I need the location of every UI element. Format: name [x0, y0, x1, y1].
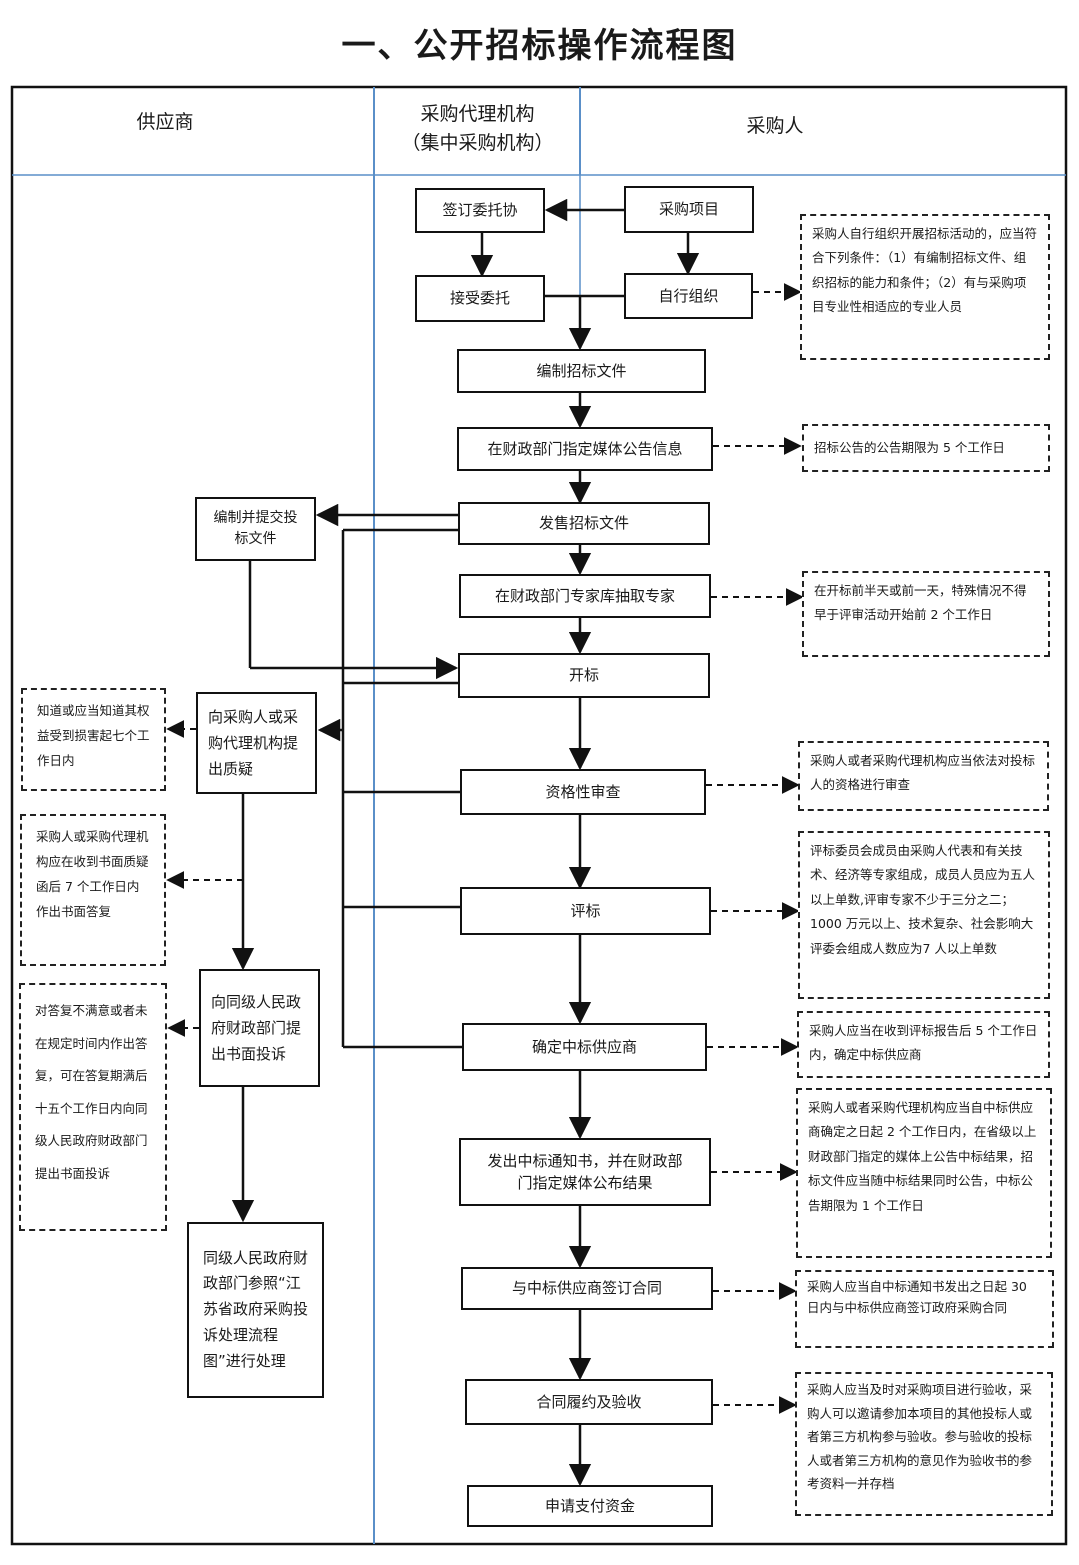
perform-accept-box: 合同履约及验收 — [465, 1379, 713, 1425]
publish-info-box: 在财政部门指定媒体公告信息 — [457, 427, 713, 471]
prepare-bid-box: 编制并提交投标文件 — [195, 497, 316, 561]
sign-agreement-box: 签订委托协 — [415, 188, 545, 233]
note-committee: 评标委员会成员由采购人代表和有关技术、经济等专家组成，成员人员应为五人以上单数,… — [798, 831, 1050, 999]
note-notice-period: 招标公告的公告期限为 5 个工作日 — [802, 424, 1050, 472]
note-announce: 采购人或者采购代理机构应当自中标供应商确定之日起 2 个工作日内，在省级以上财政… — [796, 1088, 1052, 1258]
lane-supplier: 供应商 — [136, 111, 194, 133]
handling-box: 同级人民政府财政部门参照“江苏省政府采购投诉处理流程图”进行处理 — [187, 1222, 324, 1398]
note-query-time: 知道或应当知道其权益受到损害起七个工作日内 — [21, 688, 166, 791]
lane-agency-line2: （集中采购机构） — [401, 131, 554, 154]
note-expert-time: 在开标前半天或前一天，特殊情况不得早于评审活动开始前 2 个工作日 — [802, 571, 1050, 657]
note-contract: 采购人应当自中标通知书发出之日起 30 日内与中标供应商签订政府采购合同 — [795, 1270, 1054, 1348]
self-organize-box: 自行组织 — [624, 273, 753, 319]
qualification-box: 资格性审查 — [460, 769, 706, 815]
procurement-project-box: 采购项目 — [624, 186, 754, 233]
sign-contract-box: 与中标供应商签订合同 — [461, 1267, 713, 1310]
open-bid-box: 开标 — [458, 653, 710, 698]
note-confirm: 采购人应当在收到评标报告后 5 个工作日内，确定中标供应商 — [797, 1011, 1050, 1078]
lane-purchaser: 采购人 — [746, 115, 804, 137]
confirm-winner-box: 确定中标供应商 — [462, 1023, 707, 1071]
sell-docs-box: 发售招标文件 — [458, 502, 710, 545]
note-complaint-time: 对答复不满意或者未在规定时间内作出答复，可在答复期满后十五个工作日内向同级人民政… — [19, 983, 167, 1231]
accept-commission-box: 接受委托 — [415, 275, 545, 322]
apply-payment-box: 申请支付资金 — [467, 1485, 713, 1527]
prepare-docs-box: 编制招标文件 — [457, 349, 706, 393]
lane-agency: 采购代理机构 （集中采购机构） — [380, 100, 575, 157]
evaluate-box: 评标 — [460, 887, 711, 935]
raise-query-box: 向采购人或采购代理机构提出质疑 — [196, 692, 317, 794]
note-acceptance: 采购人应当及时对采购项目进行验收，采购人可以邀请参加本项目的其他投标人或者第三方… — [795, 1372, 1053, 1516]
draw-experts-box: 在财政部门专家库抽取专家 — [459, 574, 711, 618]
note-self-org: 采购人自行组织开展招标活动的，应当符合下列条件：（1）有编制招标文件、组织招标的… — [800, 214, 1050, 360]
note-reply: 采购人或采购代理机构应在收到书面质疑函后 7 个工作日内作出书面答复 — [20, 814, 166, 966]
lane-agency-line1: 采购代理机构 — [420, 103, 535, 125]
complaint-box: 向同级人民政府财政部门提出书面投诉 — [199, 969, 320, 1087]
page-title: 一、公开招标操作流程图 — [341, 26, 738, 66]
issue-notice-box: 发出中标通知书，并在财政部门指定媒体公布结果 — [459, 1138, 711, 1206]
note-qualification: 采购人或者采购代理机构应当依法对投标人的资格进行审查 — [798, 741, 1049, 811]
